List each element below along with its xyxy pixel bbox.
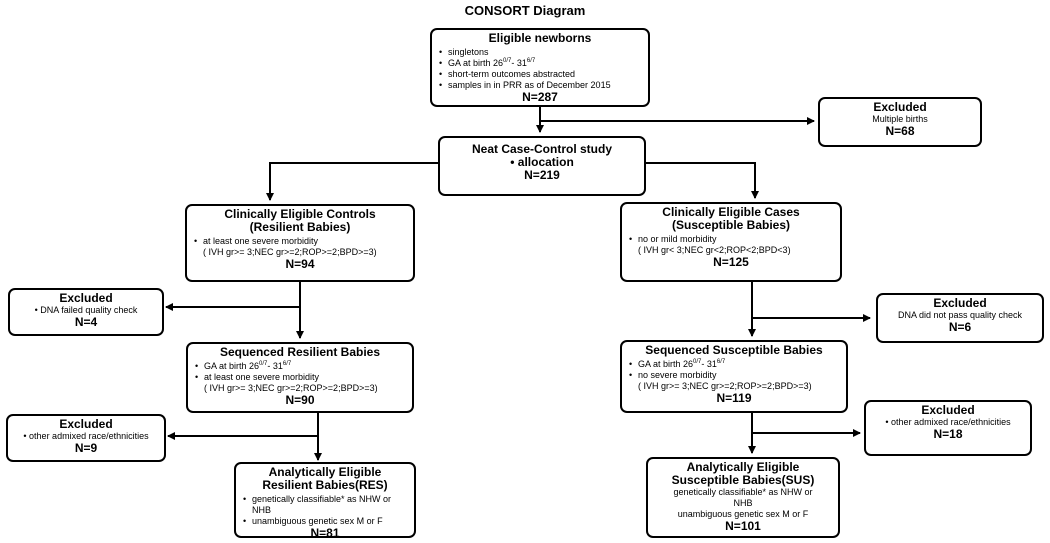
res-box: Analytically Eligible Resilient Babies(R…	[234, 462, 416, 540]
excluded-dna-right-box: Excluded DNA did not pass quality check …	[876, 293, 1044, 343]
eligible-item-samples: samples in in PRR as of December 2015	[439, 80, 642, 91]
sus-count: N=101	[725, 519, 761, 533]
sus-item-sex: unambiguous genetic sex M or F	[677, 509, 809, 519]
neat-count: N=219	[524, 168, 560, 182]
seq-resilient-item: at least one severe morbidity	[195, 372, 406, 383]
eligible-newborns-box: Eligible newborns singletons GA at birth…	[430, 28, 650, 107]
neat-case-control-box: Neat Case-Control study • allocation N=2…	[438, 136, 646, 196]
controls-subtitle: (Resilient Babies)	[249, 220, 351, 234]
excluded-multiple-reason: Multiple births	[872, 114, 928, 124]
seq-resilient-box: Sequenced Resilient Babies GA at birth 2…	[186, 342, 414, 413]
controls-count: N=94	[285, 257, 315, 271]
sus-item-genetic-cont: NHB	[733, 498, 753, 508]
cases-subtitle: (Susceptible Babies)	[671, 218, 791, 232]
controls-box: Clinically Eligible Controls (Resilient …	[185, 204, 415, 282]
seq-susceptible-count: N=119	[716, 391, 752, 405]
cases-item: no or mild morbidity	[629, 234, 834, 245]
excluded-race-right-title: Excluded	[921, 403, 975, 417]
excluded-dna-right-count: N=6	[948, 320, 972, 334]
sus-item-genetic: genetically classifiable* as NHW or	[673, 487, 813, 497]
seq-susceptible-item: no severe morbidity	[629, 370, 840, 381]
excluded-dna-right-title: Excluded	[933, 296, 987, 310]
controls-item: at least one severe morbidity	[194, 236, 407, 247]
eligible-item-outcomes: short-term outcomes abstracted	[439, 69, 642, 80]
seq-susceptible-criteria: ( IVH gr>= 3;NEC gr>=2;ROP>=2;BPD>=3)	[638, 381, 812, 391]
excluded-race-right-count: N=18	[933, 427, 963, 441]
cases-box: Clinically Eligible Cases (Susceptible B…	[620, 202, 842, 282]
excluded-dna-left-box: Excluded • DNA failed quality check N=4	[8, 288, 164, 336]
excluded-race-right-reason: • other admixed race/ethnicities	[885, 417, 1011, 427]
excluded-dna-right-reason: DNA did not pass quality check	[897, 310, 1023, 320]
diagram-title: CONSORT Diagram	[464, 3, 586, 18]
seq-resilient-criteria: ( IVH gr>= 3;NEC gr>=2;ROP>=2;BPD>=3)	[204, 383, 378, 393]
cases-title: Clinically Eligible Cases	[662, 205, 800, 219]
res-subtitle: Resilient Babies(RES)	[262, 478, 388, 492]
eligible-item-singletons: singletons	[439, 47, 642, 58]
neat-title: Neat Case-Control study	[471, 142, 613, 156]
seq-susceptible-box: Sequenced Susceptible Babies GA at birth…	[620, 340, 848, 413]
eligible-item-ga: GA at birth 260/7- 316/7	[439, 58, 642, 69]
eligible-newborns-title: Eligible newborns	[488, 31, 592, 45]
seq-resilient-ga: GA at birth 260/7- 316/7	[195, 361, 406, 372]
excluded-race-right-box: Excluded • other admixed race/ethnicitie…	[864, 400, 1032, 456]
res-item-sex: unambiguous genetic sex M or F	[243, 516, 408, 527]
excluded-race-left-title: Excluded	[59, 417, 113, 431]
excluded-multiple-title: Excluded	[873, 100, 927, 114]
res-count: N=81	[310, 526, 340, 540]
cases-criteria: ( IVH gr< 3;NEC gr<2;ROP<2;BPD<3)	[638, 245, 791, 255]
excluded-multiple-box: Excluded Multiple births N=68	[818, 97, 982, 147]
excluded-dna-left-reason: • DNA failed quality check	[34, 305, 138, 315]
excluded-race-left-count: N=9	[74, 441, 98, 455]
seq-resilient-title: Sequenced Resilient Babies	[219, 345, 381, 359]
arrow-neat-to-cases	[646, 162, 759, 199]
sus-title: Analytically Eligible	[686, 460, 800, 474]
excluded-multiple-count: N=68	[885, 124, 915, 138]
controls-criteria: ( IVH gr>= 3;NEC gr>=2;ROP>=2;BPD>=3)	[203, 247, 377, 257]
excluded-race-left-box: Excluded • other admixed race/ethnicitie…	[6, 414, 166, 462]
neat-item: • allocation	[510, 155, 574, 169]
cases-count: N=125	[713, 255, 749, 269]
sus-box: Analytically Eligible Susceptible Babies…	[646, 457, 840, 538]
arrow-neat-to-controls	[266, 162, 438, 201]
excluded-race-left-reason: • other admixed race/ethnicities	[23, 431, 149, 441]
excluded-dna-left-count: N=4	[74, 315, 98, 329]
eligible-count: N=287	[522, 90, 558, 104]
controls-title: Clinically Eligible Controls	[224, 207, 376, 221]
res-item-genetic: genetically classifiable* as NHW or NHB	[243, 494, 408, 516]
seq-susceptible-ga: GA at birth 260/7- 316/7	[629, 359, 840, 370]
res-title: Analytically Eligible	[268, 465, 382, 479]
seq-resilient-count: N=90	[285, 393, 315, 407]
seq-susceptible-title: Sequenced Susceptible Babies	[645, 343, 823, 357]
excluded-dna-left-title: Excluded	[59, 291, 113, 305]
sus-subtitle: Susceptible Babies(SUS)	[671, 473, 815, 487]
